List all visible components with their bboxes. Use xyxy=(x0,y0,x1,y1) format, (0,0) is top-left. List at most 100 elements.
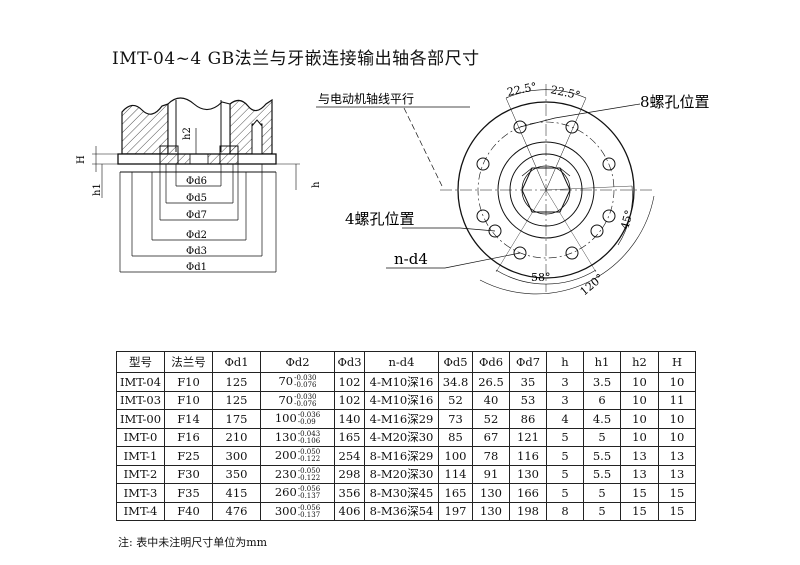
table-cell-d2: 100-0.036-0.09 xyxy=(260,409,335,429)
label-h2: h2 xyxy=(182,127,193,140)
table-cell-nd4: 8-M16深29 xyxy=(364,446,439,466)
d2-nominal: 230 xyxy=(274,466,297,481)
table-cell-h1: 5 xyxy=(583,427,621,447)
tolerance-upper: -0.050 xyxy=(297,466,321,475)
tolerance-lower: -0.076 xyxy=(294,399,317,408)
table-cell-d7: 166 xyxy=(509,483,547,503)
table-cell-model: IMT-00 xyxy=(116,409,165,429)
tolerance-upper: -0.030 xyxy=(294,374,317,383)
table-cell-d1: 350 xyxy=(212,464,261,484)
table-cell-flange: F10 xyxy=(164,390,213,410)
table-cell-model: IMT-04 xyxy=(116,372,165,392)
table-cell-h1: 5 xyxy=(583,483,621,503)
section-shaft xyxy=(167,97,231,155)
table-cell-d2: 200-0.050-0.122 xyxy=(260,446,335,466)
table-cell-flange: F16 xyxy=(164,427,213,447)
table-cell-flange: F10 xyxy=(164,372,213,392)
section-flange-plate xyxy=(117,153,277,165)
table-cell-h2: 13 xyxy=(620,464,659,484)
table-cell-nd4: 4-M10深16 xyxy=(364,372,439,392)
label-d6: Φd6 xyxy=(186,176,207,187)
d2-nominal: 200 xyxy=(274,448,297,463)
diameter-dimensions xyxy=(119,164,277,273)
tolerance-upper: -0.056 xyxy=(297,503,321,512)
table-cell-nd4: 4-M10深16 xyxy=(364,390,439,410)
table-cell-h1: 3.5 xyxy=(583,372,621,392)
table-cell-h: 5 xyxy=(546,446,584,466)
label-H: H xyxy=(76,155,87,164)
table-cell-flange: F14 xyxy=(164,409,213,429)
table-cell-h: 3 xyxy=(546,390,584,410)
table-cell-H: 10 xyxy=(658,427,696,447)
table-cell-h1: 5.5 xyxy=(583,446,621,466)
tolerance-upper: -0.030 xyxy=(294,392,317,401)
bolt-circle xyxy=(477,121,615,259)
table-cell-h2: 13 xyxy=(620,446,659,466)
table-cell-d1: 125 xyxy=(212,390,261,410)
table-header-cell: 型号 xyxy=(116,351,165,373)
table-cell-nd4: 4-M20深30 xyxy=(364,427,439,447)
parallel-note: 与电动机轴线平行 xyxy=(318,91,414,106)
table-cell-h: 5 xyxy=(546,464,584,484)
table-cell-flange: F40 xyxy=(164,501,213,521)
table-cell-nd4: 8-M36深54 xyxy=(364,501,439,521)
label-h: h xyxy=(311,181,322,188)
flange-middle-circle xyxy=(497,141,595,239)
table-cell-d6: 130 xyxy=(472,483,510,503)
label-d7: Φd7 xyxy=(186,210,207,221)
table-cell-flange: F35 xyxy=(164,483,213,503)
table-cell-d6: 91 xyxy=(472,464,510,484)
table-cell-d1: 300 xyxy=(212,446,261,466)
d2-nominal: 260 xyxy=(274,485,297,500)
table-cell-d1: 175 xyxy=(212,409,261,429)
table-cell-h: 3 xyxy=(546,372,584,392)
drawing-title: IMT-04~4 GB法兰与牙嵌连接输出轴各部尺寸 xyxy=(112,49,480,69)
tolerance-upper: -0.056 xyxy=(297,485,321,494)
table-cell-h2: 10 xyxy=(620,409,659,429)
table-cell-d2: 70-0.030-0.076 xyxy=(260,372,335,392)
table-cell-d6: 67 xyxy=(472,427,510,447)
table-cell-h2: 10 xyxy=(620,372,659,392)
table-cell-h2: 15 xyxy=(620,501,659,521)
table-cell-nd4: 8-M30深45 xyxy=(364,483,439,503)
table-header-cell: H xyxy=(658,351,696,373)
tolerance-upper: -0.036 xyxy=(297,411,321,420)
angle-45: 45° xyxy=(618,209,636,231)
table-cell-d7: 86 xyxy=(509,409,547,429)
table-cell-d5: 52 xyxy=(438,390,473,410)
table-cell-d7: 198 xyxy=(509,501,547,521)
table-cell-d6: 52 xyxy=(472,409,510,429)
table-cell-model: IMT-1 xyxy=(116,446,165,466)
table-cell-d3: 165 xyxy=(334,427,365,447)
table-cell-d6: 40 xyxy=(472,390,510,410)
table-cell-nd4: 4-M16深29 xyxy=(364,409,439,429)
d2-tolerance: -0.043-0.106 xyxy=(298,430,320,445)
label-h1: h1 xyxy=(92,183,103,196)
table-cell-d1: 476 xyxy=(212,501,261,521)
angle-22-5-left: 22.5° xyxy=(506,80,538,99)
table-header-cell: Φd3 xyxy=(334,351,365,373)
table-cell-h: 4 xyxy=(546,409,584,429)
table-header-cell: 法兰号 xyxy=(164,351,213,373)
table-cell-model: IMT-2 xyxy=(116,464,165,484)
table-cell-d5: 34.8 xyxy=(438,372,473,392)
angle-58: 58° xyxy=(531,271,551,284)
table-header-cell: Φd1 xyxy=(212,351,261,373)
table-header-cell: h xyxy=(546,351,584,373)
table-cell-H: 13 xyxy=(658,464,696,484)
label-d3: Φd3 xyxy=(186,246,207,257)
table-header-cell: Φd2 xyxy=(260,351,335,373)
table-cell-d6: 78 xyxy=(472,446,510,466)
tolerance-lower: -0.137 xyxy=(297,510,321,519)
table-cell-nd4: 8-M20深30 xyxy=(364,464,439,484)
angle-22-5-right: 22.5° xyxy=(549,83,581,102)
table-cell-model: IMT-03 xyxy=(116,390,165,410)
table-cell-d2: 230-0.050-0.122 xyxy=(260,464,335,484)
